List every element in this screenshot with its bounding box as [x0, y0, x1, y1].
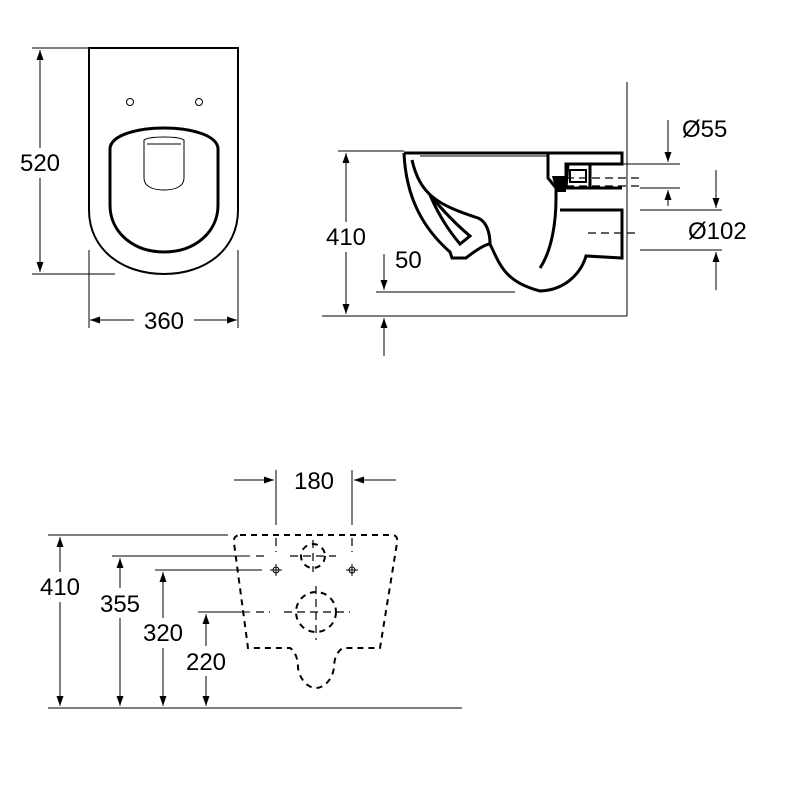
mount-height-total-label: 410 — [40, 574, 80, 601]
mount-height-mid-mask — [136, 618, 190, 648]
front-height-label-mask — [14, 148, 66, 178]
side-outlet-top — [560, 208, 624, 258]
side-view: 410 50 Ø55 Ø102 — [320, 82, 747, 356]
front-bowl-outline — [88, 47, 239, 276]
side-body-outer — [402, 152, 624, 293]
front-view: 520 360 — [14, 47, 239, 335]
mount-bolt-left-icon — [270, 564, 282, 576]
front-seat-outline — [108, 126, 220, 254]
side-inlet-slot — [569, 169, 587, 183]
front-width-label: 360 — [144, 308, 184, 335]
mount-height-lower-mask — [178, 646, 234, 676]
mount-spacing-label: 180 — [294, 468, 334, 495]
side-small-pipe-label: Ø55 — [682, 116, 727, 143]
side-trap-back — [538, 153, 558, 269]
side-large-pipe-label: Ø102 — [688, 218, 747, 245]
side-trap-lip — [428, 194, 473, 247]
mount-height-lower-label: 220 — [186, 649, 226, 676]
mount-height-upper-label: 355 — [100, 591, 140, 618]
front-height-label: 520 — [20, 150, 60, 177]
side-offset-label: 50 — [395, 247, 422, 274]
side-inlet-detail — [552, 176, 566, 192]
front-hinge-hole-right — [195, 98, 203, 106]
front-lid-handle — [143, 136, 185, 191]
mount-height-total-mask — [32, 572, 88, 602]
mounting-view: 180 410 355 320 220 — [32, 468, 462, 709]
mount-height-mid-label: 320 — [143, 620, 183, 647]
side-height-label: 410 — [326, 224, 366, 251]
side-height-label-mask — [320, 222, 372, 252]
mount-bolt-right-icon — [346, 564, 358, 576]
side-trap-inner — [410, 159, 492, 245]
mount-height-upper-mask — [94, 588, 148, 618]
front-hinge-hole-left — [126, 98, 134, 106]
